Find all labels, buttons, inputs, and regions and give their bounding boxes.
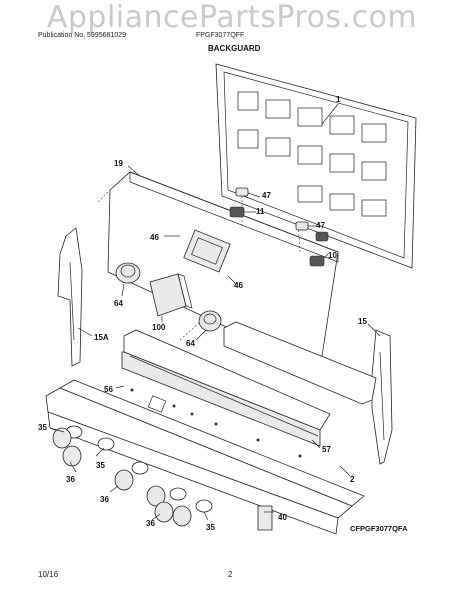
callout-36: 36 [66, 475, 75, 484]
burner-knobs [52, 425, 213, 527]
callout-64: 64 [114, 299, 123, 308]
leader-lines [49, 103, 381, 521]
callout-46: 46 [150, 233, 159, 242]
callout-35-third: 35 [206, 523, 215, 532]
callout-36-second: 36 [100, 495, 109, 504]
callout-47: 47 [262, 191, 271, 200]
rear-trim [223, 321, 377, 405]
callout-15a: 15A [94, 333, 109, 342]
callout-35: 35 [38, 423, 47, 432]
callout-47-second: 47 [316, 221, 325, 230]
switch-parts [229, 187, 329, 267]
callout-40: 40 [278, 513, 287, 522]
callout-36-third: 36 [146, 519, 155, 528]
callout-labels: 1 19 47 11 46 47 10 46 64 100 64 15A 15 … [38, 95, 367, 532]
panel-knobs [115, 262, 222, 332]
model-number: FPGF3077QFF [196, 32, 245, 39]
diagram-code: CFPGF3077QFA [350, 524, 408, 533]
backguard-rear-panel [215, 63, 417, 269]
control-board [149, 273, 193, 317]
callout-46-second: 46 [234, 281, 243, 290]
publication-number: Publication No. 5995681029 [38, 32, 126, 39]
section-title: BACKGUARD [208, 44, 261, 53]
callout-64-second: 64 [186, 339, 195, 348]
right-end-bracket [371, 329, 393, 465]
manifold-panel [45, 379, 365, 535]
footer-date: 10/16 [38, 570, 59, 579]
callout-2: 2 [350, 475, 355, 484]
callout-1: 1 [336, 95, 341, 104]
callout-56: 56 [104, 385, 113, 394]
callout-11: 11 [256, 207, 265, 216]
callout-15: 15 [358, 317, 367, 326]
watermark: AppliancePartsPros.com [46, 0, 418, 35]
callout-35-second: 35 [96, 461, 105, 470]
callout-19: 19 [114, 159, 123, 168]
callout-100: 100 [152, 323, 166, 332]
footer-page: 2 [228, 570, 233, 579]
callout-57: 57 [322, 445, 331, 454]
left-end-bracket [57, 227, 83, 367]
trim-channel [121, 329, 331, 447]
callout-10: 10 [328, 251, 337, 260]
